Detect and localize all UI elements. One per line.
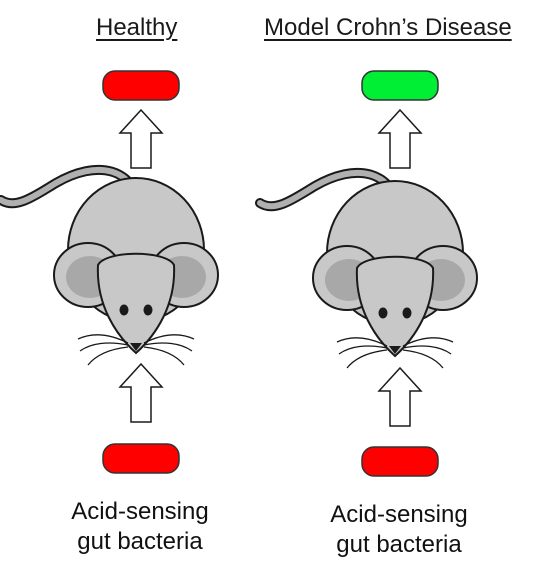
input-arrow-crohns bbox=[378, 367, 422, 427]
output-bacteria-pill-healthy bbox=[102, 70, 180, 101]
mouse-crohns bbox=[260, 173, 477, 368]
caption-healthy-line2: gut bacteria bbox=[77, 528, 203, 555]
caption-crohns-line2: gut bacteria bbox=[336, 531, 462, 558]
panel-title-crohns: Model Crohn’s Disease bbox=[264, 14, 512, 41]
caption-crohns: Acid-sensing gut bacteria bbox=[317, 500, 481, 560]
mouse-healthy bbox=[1, 170, 218, 365]
output-bacteria-pill-crohns bbox=[361, 70, 439, 101]
output-arrow-crohns bbox=[378, 109, 422, 169]
panel-title-healthy: Healthy bbox=[96, 14, 178, 41]
caption-healthy-line1: Acid-sensing bbox=[71, 498, 209, 525]
input-bacteria-pill-crohns bbox=[361, 446, 439, 477]
caption-crohns-line1: Acid-sensing bbox=[330, 501, 468, 528]
output-arrow-healthy bbox=[119, 109, 163, 169]
input-bacteria-pill-healthy bbox=[102, 443, 180, 474]
input-arrow-healthy bbox=[119, 363, 163, 423]
caption-healthy: Acid-sensing gut bacteria bbox=[58, 497, 222, 557]
